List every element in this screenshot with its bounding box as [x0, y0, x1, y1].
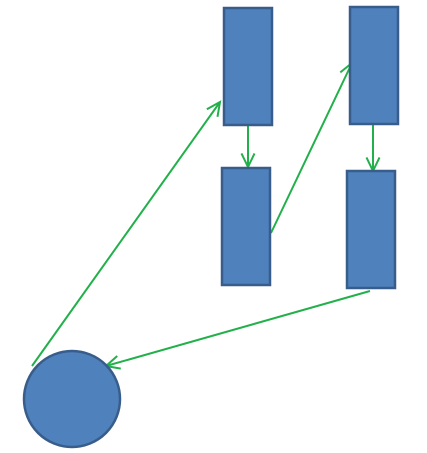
node-rect-bottom-right [345, 169, 397, 290]
node-rect-bottom-left [220, 166, 272, 287]
node-circle [22, 349, 122, 449]
nodes-layer [22, 5, 400, 449]
edge-rect-bottom-right-to-circle [103, 290, 371, 370]
edge-rect-top-right-to-rect-bottom-right [365, 125, 381, 174]
edges-layer [31, 60, 381, 370]
arrow-line [270, 62, 353, 234]
edge-rect-top-left-to-rect-bottom-left [240, 126, 256, 170]
edge-circle-to-rect-top-left [31, 100, 222, 367]
node-rect-top-left [222, 6, 274, 127]
edge-rect-bottom-left-to-rect-top-right [270, 60, 354, 234]
arrowhead-icon [206, 100, 222, 117]
arrow-line [105, 290, 371, 367]
node-rect-top-right [348, 5, 400, 126]
arrow-line [31, 101, 221, 367]
